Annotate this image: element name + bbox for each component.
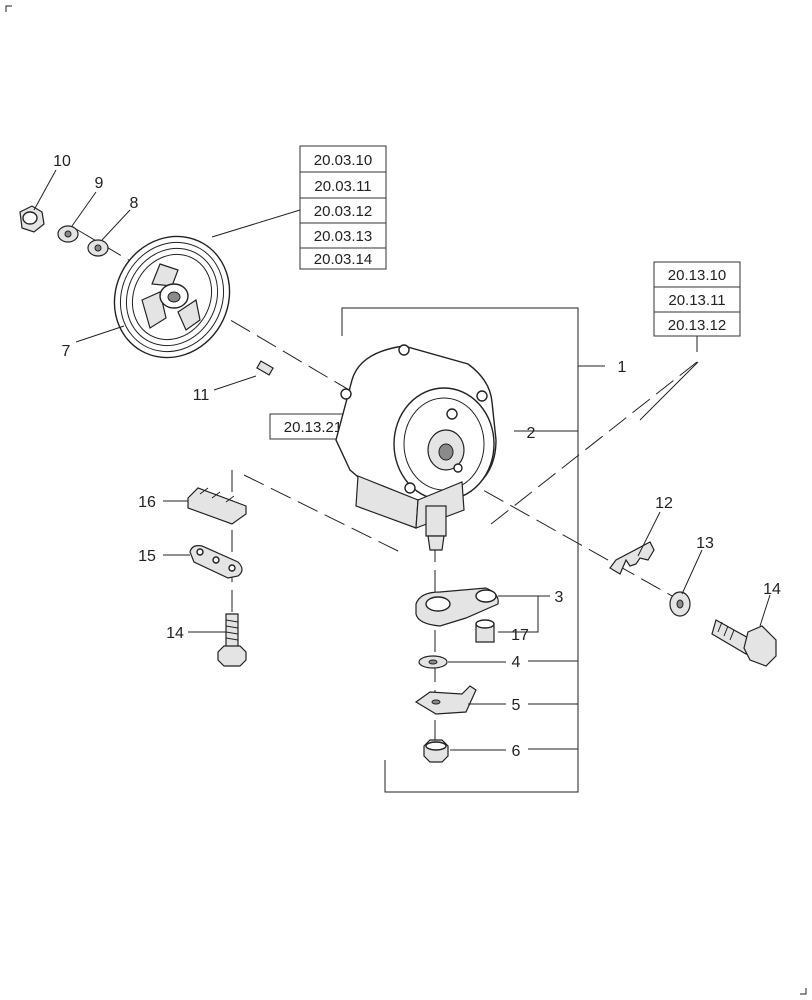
leader-3b — [498, 595, 550, 633]
callout-12[interactable]: 12 — [655, 495, 673, 512]
leader-7 — [75, 325, 125, 343]
callout-13[interactable]: 13 — [696, 535, 714, 552]
leader-12 — [637, 511, 661, 557]
ref-gearbox-1[interactable]: 20.13.10 — [668, 267, 726, 284]
leader-8 — [101, 209, 131, 241]
plate-5-part — [414, 685, 477, 715]
washer-4-part — [418, 655, 448, 669]
ref-group-gearbox: 20.13.10 20.13.11 20.13.12 — [653, 261, 741, 337]
washer-8-part — [87, 239, 109, 257]
ref-gearbox-3[interactable]: 20.13.12 — [668, 317, 726, 334]
washer-9-part — [57, 225, 79, 243]
ref-pulley-3[interactable]: 20.03.12 — [314, 203, 372, 220]
bolt-14-right-part — [711, 619, 777, 667]
axis-gearbox-ref — [485, 361, 698, 529]
leader-9 — [71, 191, 97, 227]
corner-mark-top-left — [5, 5, 12, 12]
callout-17[interactable]: 17 — [511, 627, 529, 644]
leader-10 — [33, 169, 57, 211]
bolt-14-left-part — [217, 613, 247, 667]
callout-8[interactable]: 8 — [130, 195, 139, 212]
callout-4[interactable]: 4 — [512, 654, 521, 671]
callout-2[interactable]: 2 — [527, 425, 536, 442]
callout-7[interactable]: 7 — [62, 343, 71, 360]
leader-ref-gearbox — [639, 361, 699, 421]
bushing-17-part — [475, 619, 495, 643]
callout-11[interactable]: 11 — [193, 387, 210, 404]
callout-9[interactable]: 9 — [95, 175, 104, 192]
pulley-part — [113, 235, 231, 359]
corner-mark-bottom-right — [800, 988, 807, 995]
clip-12-part — [609, 541, 655, 575]
ref-pulley-5[interactable]: 20.03.14 — [314, 251, 372, 268]
ref-pulley-2[interactable]: 20.03.11 — [314, 178, 371, 195]
arm-part — [415, 587, 499, 627]
ref-group-pulley: 20.03.10 20.03.11 20.03.12 20.03.13 20.0… — [299, 145, 387, 270]
callout-10[interactable]: 10 — [53, 153, 71, 170]
nut-6-part — [423, 739, 449, 763]
callout-3[interactable]: 3 — [555, 589, 564, 606]
leader-ref-pulley — [211, 209, 301, 238]
callout-14-right[interactable]: 14 — [763, 581, 781, 598]
ref-pulley-4[interactable]: 20.03.13 — [314, 228, 372, 245]
washer-13-part — [669, 591, 691, 617]
callout-15[interactable]: 15 — [138, 548, 156, 565]
callout-1[interactable]: 1 — [618, 359, 627, 376]
leader-14-right — [759, 594, 771, 627]
axis-side-bolt — [457, 475, 691, 607]
clip-16-part — [187, 487, 247, 525]
ref-pulley-1[interactable]: 20.03.10 — [314, 152, 372, 169]
ref-gearbox-2[interactable]: 20.13.11 — [668, 292, 725, 309]
leader-11 — [213, 375, 257, 391]
ref-housing-label[interactable]: 20.13.21 — [284, 419, 342, 436]
assembly-bracket — [341, 307, 579, 793]
key-part — [256, 360, 274, 376]
callout-5[interactable]: 5 — [512, 697, 521, 714]
callout-6[interactable]: 6 — [512, 743, 521, 760]
callout-14-left[interactable]: 14 — [166, 625, 184, 642]
leader-13 — [681, 549, 703, 595]
callout-16[interactable]: 16 — [138, 494, 156, 511]
bracket-15-part — [189, 545, 243, 579]
gearbox-housing-part — [335, 344, 497, 551]
nut-10-part — [19, 205, 45, 233]
